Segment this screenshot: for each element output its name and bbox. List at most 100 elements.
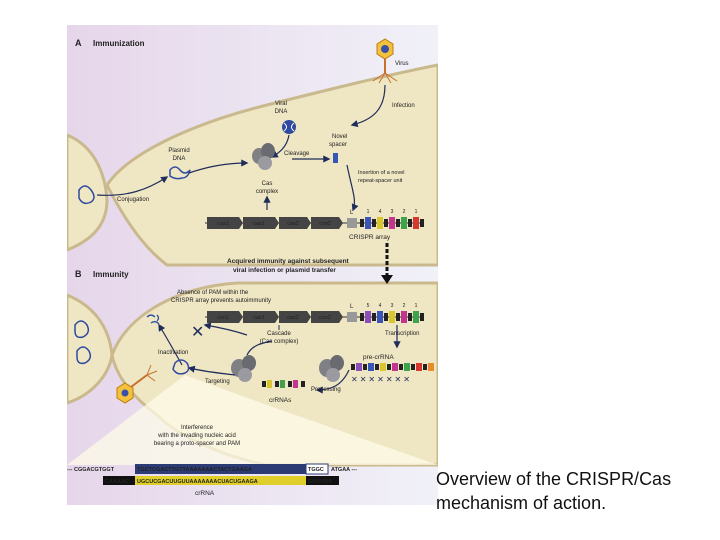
crrna-label: crRNA <box>195 490 215 497</box>
panel-a-letter: A <box>75 38 82 48</box>
gene-box <box>207 217 243 229</box>
spacer-number: 5 <box>367 303 370 309</box>
neighbor-plasmid-icon <box>74 320 92 365</box>
cascade-complex-icon <box>231 355 256 382</box>
spacer-number: 2 <box>403 209 406 215</box>
viral-dna-arrow <box>270 134 290 158</box>
gene-label: cas1 <box>217 221 229 227</box>
gene-box <box>311 311 343 323</box>
gene-label: csn2 <box>319 315 331 321</box>
figure-caption: Overview of the CRISPR/Cas mechanism of … <box>436 469 672 513</box>
degraded-dna-icon <box>146 314 160 325</box>
spacer-number: 1 <box>415 303 418 309</box>
gene-box <box>279 217 311 229</box>
pre-crrna-label: pre-crRNA <box>363 354 394 361</box>
novel-spacer-icon <box>333 153 338 163</box>
novel-spacer-label-1: Novel <box>332 134 347 140</box>
leader-label: L <box>350 304 354 310</box>
targeting-label: Targeting <box>205 379 230 385</box>
pre-crrna-strand <box>351 363 434 371</box>
spacer-number: 4 <box>379 209 382 215</box>
virus-icon <box>372 38 398 84</box>
crrna-spacer-box <box>135 476 306 485</box>
transition-label-1: Acquired immunity against subsequent <box>227 258 350 265</box>
cleavage-label: Cleavage <box>284 151 310 157</box>
interference-label-3: bearing a proto-spacer and PAM <box>154 441 240 447</box>
plasmid-icon <box>169 166 191 180</box>
leader-box <box>347 312 357 322</box>
donor-plasmid-icon <box>78 185 95 205</box>
infecting-virus-icon <box>116 364 158 404</box>
pam-box <box>305 463 329 475</box>
targeting-arrow <box>187 365 236 376</box>
gene-box <box>207 311 243 323</box>
plasmid-arrow <box>188 159 249 174</box>
gene-label: csn2 <box>319 221 331 227</box>
gene-box <box>243 311 279 323</box>
cas-complex-label-1: Cas <box>262 181 273 187</box>
viral-dna-label-2: DNA <box>275 109 288 115</box>
zoom-cone <box>67 375 438 465</box>
crrnas-icon <box>262 380 305 388</box>
processing-arrow <box>315 369 350 394</box>
gene-label: cas1 <box>253 221 265 227</box>
dna-right-seq: ATGAA --- <box>331 467 357 473</box>
insertion-arrow <box>346 164 359 212</box>
cascade-label-1: Cascade <box>267 331 291 337</box>
protospacer-seq: TGCTCGACTTGTTAAAAAAACTACTGAAGA <box>137 467 252 473</box>
crispr-array-label: CRISPR array <box>349 234 391 241</box>
absence-label-2: CRISPR array prevents autoimmunity <box>171 298 271 304</box>
invading-plasmid-icon <box>172 359 190 375</box>
panel-b-letter: B <box>75 269 82 279</box>
cas-operon-b: csn1 cas1 cas2 csn2 L 5 4 3 2 1 <box>205 303 424 323</box>
crrna-spacer-seq: UGCUCGACUUGUUAAAAAAACUACUGAAGA <box>137 479 258 485</box>
crrna-left-seq: CAAAAC <box>105 479 129 485</box>
panel-a-title: Immunization <box>93 39 145 48</box>
leader-box <box>347 218 357 228</box>
gene-label: csn1 <box>217 315 229 321</box>
plasmid-dna-label-2: DNA <box>173 156 186 162</box>
cas-operon-a: cas1 cas1 cas2 csn2 L 1 4 3 2 1 <box>205 209 424 229</box>
gene-box <box>311 217 343 229</box>
infection-arrow <box>350 84 386 128</box>
gene-label: cas2 <box>287 221 299 227</box>
gene-label: cas2 <box>287 315 299 321</box>
cell-a-neighbor <box>67 133 109 252</box>
cell-a <box>105 63 438 267</box>
crrna-right-seq: GUUUUA <box>308 479 332 485</box>
cascade-up-arrow <box>246 340 273 356</box>
spacer-number: 3 <box>391 303 394 309</box>
gene-box <box>243 217 279 229</box>
crispr-repeats-a <box>360 217 424 229</box>
plasmid-dna-label-1: Plasmid <box>168 148 189 154</box>
novel-spacer-label-2: spacer <box>329 142 347 148</box>
cas-complex-icon <box>252 143 275 170</box>
transcription-label: Transcription <box>385 331 419 337</box>
interference-label-1: Interference <box>181 425 214 431</box>
viral-dna-label-1: Viral <box>275 101 287 107</box>
crispr-figure: A Immunization Virus Infection Viral DNA… <box>67 25 438 505</box>
cas-complex-label-2: complex <box>256 189 278 195</box>
gene-label: cas1 <box>253 315 265 321</box>
leader-label: L <box>350 210 354 216</box>
pam-seq: TGGC <box>308 467 324 473</box>
conjugation-label: Conjugation <box>117 197 149 203</box>
autoimmunity-arrow <box>203 322 248 336</box>
blocked-x-icon: ✕ <box>191 322 204 341</box>
interference-label-2: with the invading nucleic acid <box>157 433 236 439</box>
insertion-label-2: repeat-spacer unit <box>358 178 403 184</box>
transition-arrow <box>381 243 393 284</box>
absence-label-1: Absence of PAM within the <box>177 290 249 296</box>
inactivation-label: Inactivation <box>158 350 188 356</box>
processing-label: Processing <box>311 387 341 393</box>
gene-box <box>279 311 311 323</box>
virus-label: Virus <box>395 61 409 67</box>
spacer-number: 4 <box>379 303 382 309</box>
panel-b-title: Immunity <box>93 270 129 279</box>
spacer-number: 1 <box>367 209 370 215</box>
insertion-label-1: Insertion of a novel <box>358 170 404 176</box>
dna-left-seq: --- CGGACGTGGT <box>67 467 115 473</box>
spacer-number: 2 <box>403 303 406 309</box>
cascade-label-2: (Cas complex) <box>260 339 299 345</box>
infection-label: Infection <box>392 103 415 109</box>
